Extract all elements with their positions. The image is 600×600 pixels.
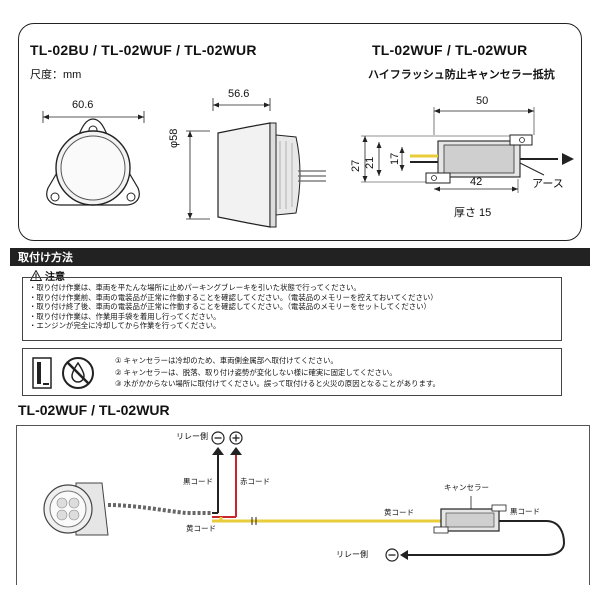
canceller-label: キャンセラー — [444, 483, 489, 492]
dimension-drawings — [42, 98, 574, 228]
dim-50: 50 — [476, 95, 489, 107]
heat-warning-icon — [32, 357, 52, 389]
lamp-side-view — [186, 98, 326, 228]
caution-item: ① キャンセラーは冷却のため、車両側金属部へ取付けてください。 — [115, 356, 338, 365]
dim-width: 60.6 — [72, 99, 94, 111]
caution-item: ③ 水がかからない場所に取付けてください。誤って取付けると火災の原因となることが… — [115, 379, 440, 388]
note-item: ・取り付け作業前、車両の電装品が正常に作動することを確認してください。（電装品の… — [29, 292, 438, 302]
lamp-illustration — [43, 482, 109, 536]
install-section-title: 取付け方法 — [18, 252, 73, 264]
dim-27: 27 — [350, 159, 362, 172]
wiring-diagram — [43, 431, 566, 562]
dim-17: 17 — [389, 152, 401, 165]
caution-panel: ① キャンセラーは冷却のため、車両側金属部へ取付けてください。 ② キャンセラー… — [22, 348, 562, 396]
note-item: ・取り付け終了後、車両の電装品が正常に作動することを確認してください。（電装品の… — [29, 302, 431, 312]
dim-diameter: φ58 — [168, 128, 180, 148]
spec-panel — [18, 23, 582, 241]
note-item: ・取り付け作業は、車両を平たんな場所に止めパーキングブレーキを引いた状態で行って… — [29, 283, 361, 292]
caution-item: ② キャンセラーは、脱落、取り付け姿勢が変化しない様に確実に固定してください。 — [115, 367, 397, 377]
thickness-label: 厚さ 15 — [454, 207, 492, 219]
no-water-icon — [62, 357, 94, 389]
canceller-subtitle: ハイフラッシュ防止キャンセラー抵抗 — [368, 69, 555, 81]
yellow-cord-mid-label: 黄コード — [384, 508, 414, 517]
dim-42: 42 — [470, 176, 483, 188]
unit-label: 尺度：mm — [30, 69, 82, 81]
red-cord-label: 赤コード — [240, 477, 270, 486]
right-spec-title: TL-02WUF / TL-02WUR — [372, 42, 528, 58]
dim-21: 21 — [364, 156, 376, 169]
warning-icon — [30, 270, 42, 281]
relay-side-bottom-label: リレー側 — [336, 550, 368, 559]
left-spec-title: TL-02BU / TL-02WUF / TL-02WUR — [30, 42, 257, 58]
note-item: ・取り付け作業は、作業用手袋を着用し行ってください。 — [29, 311, 221, 321]
black-cord-right-label: 黒コード — [510, 507, 540, 516]
note-item: ・エンジンが完全に冷却してから作業を行ってください。 — [29, 321, 221, 331]
black-cord-label: 黒コード — [183, 477, 213, 486]
notes-list: ・取り付け作業は、車両を平たんな場所に止めパーキングブレーキを引いた状態で行って… — [29, 283, 438, 331]
yellow-cord-left-label: 黄コード — [186, 524, 216, 533]
dim-depth: 56.6 — [228, 88, 250, 100]
caution-list: ① キャンセラーは冷却のため、車両側金属部へ取付けてください。 ② キャンセラー… — [115, 355, 440, 390]
canceller-drawing — [361, 107, 574, 193]
earth-label: アース — [532, 178, 564, 190]
relay-side-top-label: リレー側 — [176, 432, 208, 441]
wiring-title: TL-02WUF / TL-02WUR — [18, 402, 170, 418]
install-section-header: 取付け方法 — [10, 248, 590, 266]
lamp-front-view — [42, 111, 145, 206]
notes-panel: ・取り付け作業は、車両を平たんな場所に止めパーキングブレーキを引いた状態で行って… — [22, 277, 562, 341]
wiring-panel — [16, 425, 590, 585]
